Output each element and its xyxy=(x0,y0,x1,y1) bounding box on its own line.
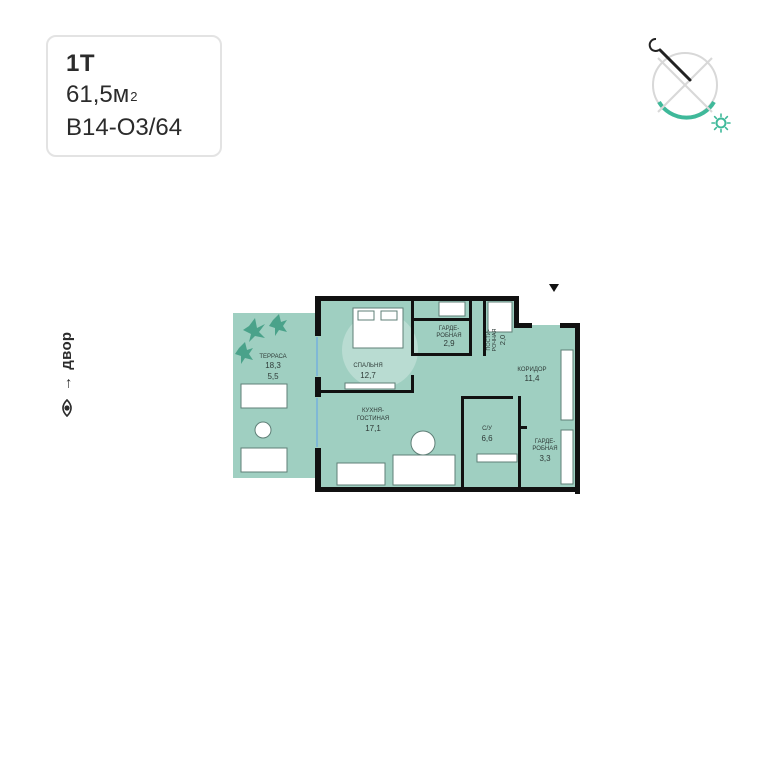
plant-icons xyxy=(235,314,287,364)
corridor-area: 11,4 xyxy=(525,374,541,383)
bathroom-name: С/У xyxy=(482,426,492,432)
terrace-area: 18,3 xyxy=(265,361,281,370)
unit-area-superscript: 2 xyxy=(130,89,138,104)
terrace-name: ТЕРРАСА xyxy=(259,354,286,360)
arrow-up-icon: → xyxy=(58,375,75,391)
linen-name-line1: ПОСТИ- xyxy=(486,329,492,350)
wardrobe1-name-line2: РОБНАЯ xyxy=(436,333,461,339)
bedroom-area: 12,7 xyxy=(360,371,376,380)
room-labels: ТЕРРАСА 18,3 5,5 СПАЛЬНЯ 12,7 ГАРДЕ- РОБ… xyxy=(259,326,557,463)
wardrobe1-area: 2,9 xyxy=(443,339,455,348)
unit-area-value: 61,5м xyxy=(66,81,130,108)
linen-area: 2,0 xyxy=(498,335,507,345)
bathroom-area: 6,6 xyxy=(481,434,493,443)
kitchen-area: 17,1 xyxy=(365,424,381,433)
entry-arrow-icon xyxy=(549,284,559,292)
kitchen-name-line1: КУХНЯ- xyxy=(362,408,384,414)
yard-label-text: двор xyxy=(58,331,75,370)
corridor-name: КОРИДОР xyxy=(517,367,546,373)
yard-orientation-label: → двор xyxy=(28,322,75,434)
kitchen-name-line2: ГОСТИНАЯ xyxy=(357,416,389,422)
unit-area: 61,5м2 xyxy=(66,79,220,111)
wardrobe2-name-line1: ГАРДЕ- xyxy=(535,439,556,445)
sun-icon xyxy=(711,113,731,133)
compass-sun-icon xyxy=(648,38,731,133)
linen-name-line2: РОЧНАЯ xyxy=(492,328,498,351)
floor-plan: ТЕРРАСА 18,3 5,5 СПАЛЬНЯ 12,7 ГАРДЕ- РОБ… xyxy=(233,284,580,494)
terrace-area-secondary: 5,5 xyxy=(267,372,279,381)
unit-code: В14-О3/64 xyxy=(66,114,183,141)
unit-info-card: 1T 61,5м2 В14-О3/64 xyxy=(46,35,222,157)
yard-label-row: → двор xyxy=(58,331,75,418)
furniture xyxy=(240,301,574,486)
bathroom-floor xyxy=(467,398,523,486)
wardrobe2-name-line2: РОБНАЯ xyxy=(532,446,557,452)
unit-type: 1T xyxy=(66,50,96,77)
linen-label: ПОСТИ- РОЧНАЯ 2,0 xyxy=(486,328,507,351)
eye-icon xyxy=(62,398,72,418)
wardrobe2-area: 3,3 xyxy=(539,454,551,463)
walls xyxy=(315,296,580,494)
bedroom-name: СПАЛЬНЯ xyxy=(353,363,382,369)
wardrobe1-name-line1: ГАРДЕ- xyxy=(439,326,460,332)
